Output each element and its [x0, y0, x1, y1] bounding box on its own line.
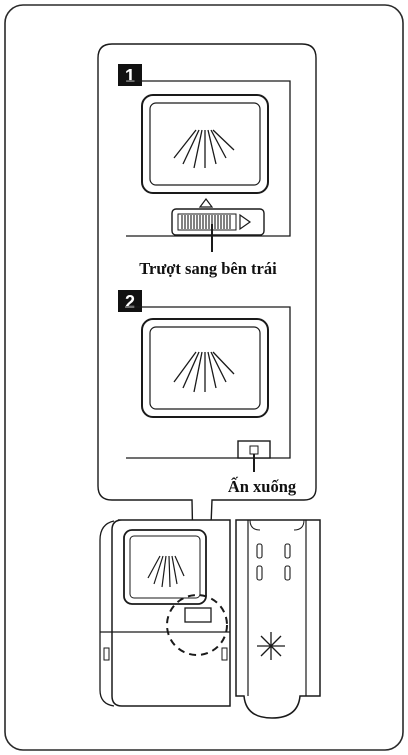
step-1: 1 — [118, 64, 291, 278]
dispenser-overview — [99, 519, 321, 719]
step-1-inner-box — [126, 80, 291, 237]
step-1-caption: Trượt sang bên trái — [139, 259, 277, 278]
sparkle-icon — [257, 632, 285, 660]
step-2: 2 Ấn xuống — [118, 290, 297, 496]
highlight-circle — [166, 594, 228, 656]
step-1-number: 1 — [125, 66, 135, 86]
dispenser-latch — [184, 607, 212, 623]
outer-frame — [4, 4, 404, 751]
pointer-triangle-icon — [198, 198, 214, 208]
slide-arrow-icon — [239, 213, 252, 231]
spray-icon — [173, 351, 235, 393]
dispenser-lid — [235, 519, 321, 719]
step-2-inner-box — [126, 306, 291, 459]
step-2-number: 2 — [125, 292, 135, 312]
slide-latch[interactable] — [171, 208, 265, 236]
spray-icon — [147, 555, 185, 588]
lid-vents — [256, 543, 291, 581]
step-2-caption: Ấn xuống — [228, 477, 297, 496]
spray-icon — [173, 129, 235, 169]
